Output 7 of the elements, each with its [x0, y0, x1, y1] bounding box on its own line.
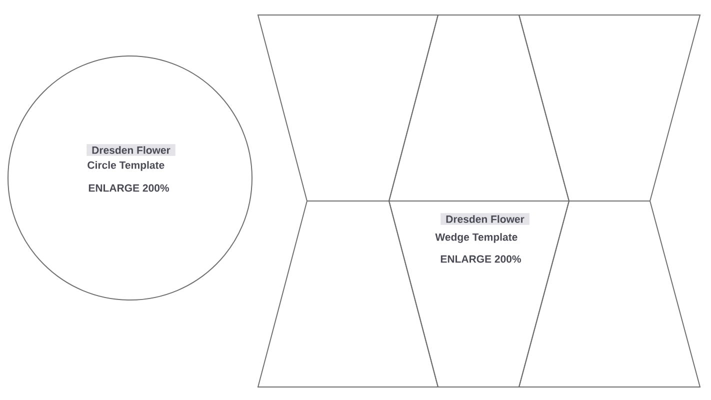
template-label: Wedge Template	[435, 233, 518, 243]
circle-template	[8, 56, 252, 300]
template-label: Circle Template	[88, 161, 164, 171]
enlarge-note: ENLARGE 200%	[88, 184, 169, 192]
template-title: Dresden Flower	[86, 144, 176, 156]
enlarge-note: ENLARGE 200%	[440, 255, 521, 263]
template-title: Dresden Flower	[440, 213, 530, 225]
